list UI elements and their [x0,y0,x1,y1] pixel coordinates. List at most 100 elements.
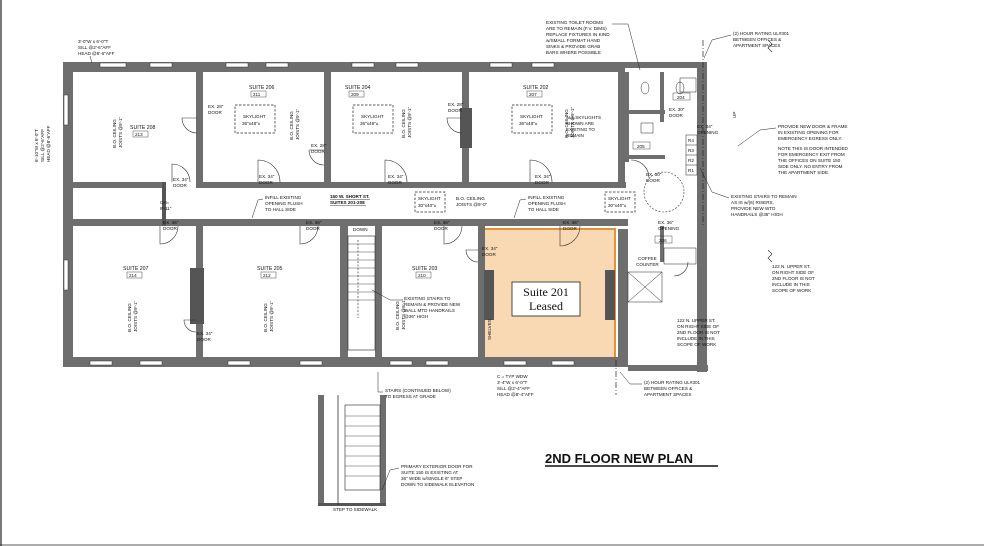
suite-207-number: 214 [129,273,137,278]
skylight-labels: SKYLIGHT 36"x48"± SKYLIGHT 36"x48"± SKYL… [242,114,631,208]
svg-text:JOISTS @9'-1": JOISTS @9'-1" [269,300,274,332]
svg-text:INFILL EXISTING: INFILL EXISTING [528,195,565,200]
window-openings [63,62,575,366]
suite-208-label: SUITE 208 [130,125,155,131]
svg-text:REMAIN & PROVIDE NEW: REMAIN & PROVIDE NEW [404,302,461,307]
svg-text:36"x48"±: 36"x48"± [242,121,261,126]
svg-text:B.O. CEILING: B.O. CEILING [289,111,294,140]
svg-text:JOISTS @9'-1": JOISTS @9'-1" [570,106,575,138]
svg-text:EX. 28": EX. 28" [448,102,464,107]
svg-text:JOISTS @9'-1": JOISTS @9'-1" [401,298,406,330]
svg-text:DOOR: DOOR [448,108,462,113]
svg-text:FOR EMERGENCY EXIT FROM: FOR EMERGENCY EXIT FROM [778,152,845,157]
note-window-left: 6'-10"W x 6'-0"T SILL @2'-6"AFF HEAD @8'… [34,125,51,162]
svg-text:OPENING FLUSH: OPENING FLUSH [265,201,303,206]
svg-text:36"x48"±: 36"x48"± [360,121,379,126]
svg-text:JOISTS @9'-1": JOISTS @9'-1" [407,106,412,138]
svg-text:OPENING FLUSH: OPENING FLUSH [528,201,566,206]
svg-text:WALL MTD HANDRAILS: WALL MTD HANDRAILS [404,308,455,313]
svg-text:INCLUDE IN THIS: INCLUDE IN THIS [772,282,810,287]
room-204: 204 [677,95,685,100]
suite-labels: SUITE 206 211 SUITE 204 209 SUITE 202 20… [123,85,548,279]
suite-208-number: 213 [135,132,143,137]
coffee-label: COFFEE [638,256,657,261]
svg-text:THE APARTMENT SIDE.: THE APARTMENT SIDE. [778,170,829,175]
svg-text:EXISTING TO: EXISTING TO [566,127,595,132]
note-window-top: 3'-0"W x 6'-0"T SILL @2'-6"AFF HEAD @8'-… [78,39,115,64]
svg-text:HANDRAILS @36" HIGH: HANDRAILS @36" HIGH [731,212,783,217]
svg-text:SILL @2'-4"AFF: SILL @2'-4"AFF [497,386,530,391]
svg-text:36"x48"±: 36"x48"± [519,121,538,126]
exterior-stair [318,395,386,506]
svg-text:HEAD @8'-6"AFF: HEAD @8'-6"AFF [46,125,51,162]
ceiling-labels: B.O. CEILING JOISTS @9'-1" B.O. CEILING … [112,106,575,332]
svg-text:SCOPE OF WORK: SCOPE OF WORK [677,342,717,347]
svg-text:DOOR: DOOR [669,113,683,118]
suite-206-label: SUITE 206 [249,85,274,91]
svg-text:REPLACE FIXTURES IN KIND: REPLACE FIXTURES IN KIND [546,32,610,37]
svg-text:STAIRS (CONTINUED BELOW): STAIRS (CONTINUED BELOW) [385,388,451,393]
interior-stair [347,235,376,351]
svg-text:R1: R1 [688,168,694,173]
step-to-sidewalk: STEP TO SIDEWALK [333,507,378,512]
svg-text:SINKS & PROVIDE GRAB: SINKS & PROVIDE GRAB [546,44,600,49]
suite-204-number: 209 [351,92,359,97]
svg-text:SKYLIGHT: SKYLIGHT [608,196,631,201]
note-emergency: NOTE THIS IS DOOR INTENDED FOR EMERGENCY… [778,146,849,175]
leased-label: Suite 201 Leased [511,281,581,317]
svg-text:INFILL EXISTING: INFILL EXISTING [265,195,302,200]
svg-text:PROVIDE NEW WTD: PROVIDE NEW WTD [731,206,776,211]
note-toilet: EXISTING TOILET ROOMS ARE TO REMAIN (F.V… [546,20,641,71]
svg-text:EX. 30": EX. 30" [646,172,662,177]
svg-text:AS IS w/(6) RISERS.: AS IS w/(6) RISERS. [731,200,774,205]
svg-text:w/SMALL FORMAT HAND: w/SMALL FORMAT HAND [546,38,601,43]
skylight-boxes [234,104,636,213]
svg-text:122 N. UPPER ST.: 122 N. UPPER ST. [677,318,716,323]
svg-text:B.O. CEILING: B.O. CEILING [456,196,485,201]
svg-text:EXISTING STAIRS TO: EXISTING STAIRS TO [404,296,451,301]
svg-text:DOWN TO SIDEWALK ELEVATION: DOWN TO SIDEWALK ELEVATION [401,482,474,487]
room-numbers: 204 205 206 [632,92,691,244]
svg-text:SCOPE OF WORK: SCOPE OF WORK [772,288,812,293]
svg-text:150 W. SHORT ST.: 150 W. SHORT ST. [330,194,370,199]
note-hour-bottom: (2) HOUR RATING UL#301 BETWEEN OFFICES &… [619,371,701,397]
svg-text:DOOR: DOOR [535,180,549,185]
svg-text:R4: R4 [688,138,694,143]
svg-text:JOISTS @9'-1": JOISTS @9'-1" [118,116,123,148]
svg-text:C = TYP WDW: C = TYP WDW [497,374,528,379]
svg-text:DOOR: DOOR [434,226,448,231]
svg-text:EX. 34": EX. 34" [388,174,404,179]
svg-text:EMERGENCY EGRESS ONLY.: EMERGENCY EGRESS ONLY. [778,136,842,141]
svg-text:SILL @2'-6"AFF: SILL @2'-6"AFF [40,129,45,162]
svg-text:B.O. CEILING: B.O. CEILING [564,109,569,138]
note-stairs-cont: STAIRS (CONTINUED BELOW) TO EGRESS AT GR… [377,372,451,399]
svg-text:@36" HIGH: @36" HIGH [404,314,428,319]
svg-text:36" WIDE w/SINGLE 6" STEP: 36" WIDE w/SINGLE 6" STEP [401,476,462,481]
svg-text:SHOWN ARE: SHOWN ARE [566,121,594,126]
shelves-label: SHELVES [487,319,492,340]
note-stairs-remain: EXISTING STAIRS TO REMAIN AS IS w/(6) RI… [699,167,797,217]
svg-text:EX. 36": EX. 36" [658,220,674,225]
note-new-door: PROVIDE NEW DOOR & FRAME IN EXISTING OPE… [737,124,847,147]
svg-text:DOOR: DOOR [173,183,187,188]
svg-text:TO HALL SIDE: TO HALL SIDE [528,207,559,212]
suite-202-label: SUITE 202 [523,85,548,91]
svg-text:R2: R2 [688,158,694,163]
svg-text:BARS WHERE POSSIBLE: BARS WHERE POSSIBLE [546,50,601,55]
svg-text:EX. 30": EX. 30" [669,107,685,112]
svg-text:HEAD @8'-4"AFF: HEAD @8'-4"AFF [497,392,534,397]
svg-text:EX. 34": EX. 34" [259,174,275,179]
svg-text:ON RIGHT SIDE OF: ON RIGHT SIDE OF [677,324,719,329]
svg-text:30"x40"±: 30"x40"± [418,203,437,208]
svg-text:B.O. CEILING: B.O. CEILING [401,109,406,138]
svg-text:B.O. CEILING: B.O. CEILING [112,119,117,148]
svg-text:8'-11": 8'-11" [160,206,172,211]
svg-text:EX. 34": EX. 34" [197,331,213,336]
svg-text:6'-10"W x 6'-0"T: 6'-10"W x 6'-0"T [34,129,39,162]
svg-text:BETWEEN OFFICES &: BETWEEN OFFICES & [644,386,692,391]
svg-text:PRIMARY EXTERIOR DOOR FOR: PRIMARY EXTERIOR DOOR FOR [401,464,473,469]
svg-text:BETWEEN OFFICES &: BETWEEN OFFICES & [733,37,781,42]
svg-text:DOOR: DOOR [646,178,660,183]
note-hour-top: (2) HOUR RATING UL#301 BETWEEN OFFICES &… [703,31,790,59]
